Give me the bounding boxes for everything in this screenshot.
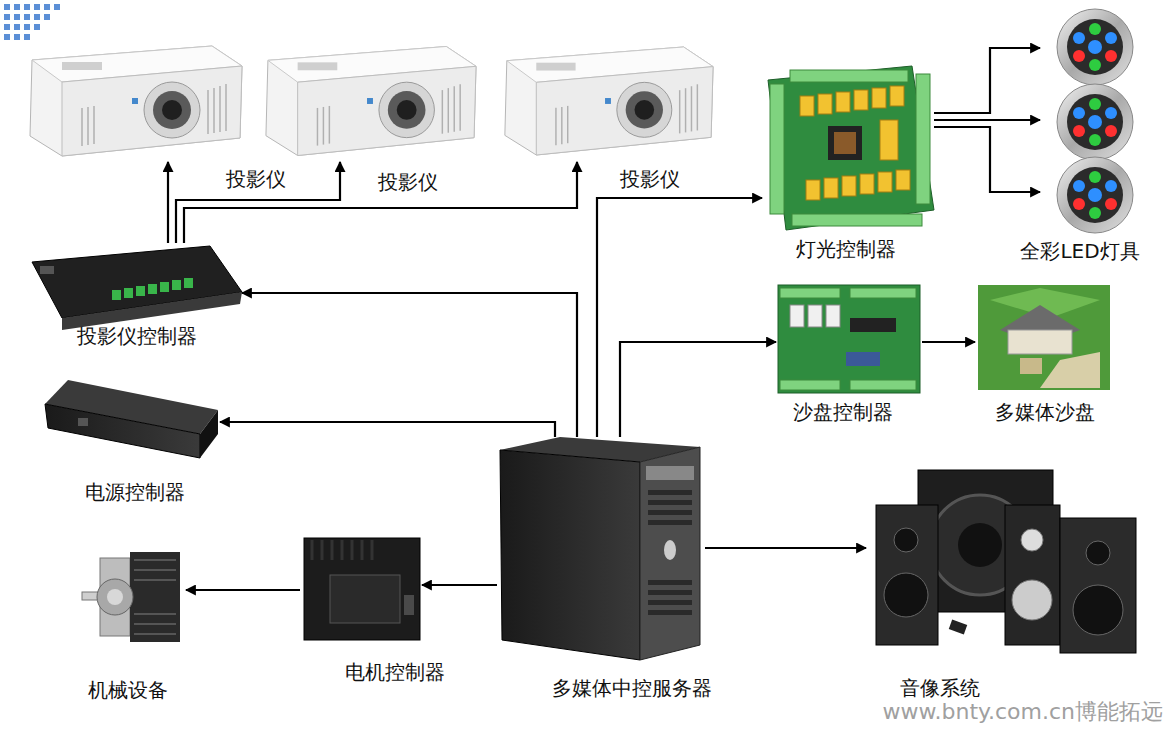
speaker-set — [876, 470, 1136, 653]
control-server: 多媒体中控服务器 — [497, 437, 705, 662]
arrow-connector — [705, 547, 866, 549]
device-caption: 全彩LED灯具 — [1020, 240, 1139, 263]
power-controller: 电源控制器 — [42, 378, 220, 458]
arrow-connector — [934, 48, 1040, 113]
device-caption: 电机控制器 — [345, 661, 445, 684]
power-controller-unit — [45, 380, 218, 458]
device-caption: 电源控制器 — [85, 481, 185, 504]
device-caption: 投影仪 — [226, 168, 286, 191]
watermark: www.bnty.com.cn博能拓远 — [883, 697, 1163, 727]
led-lamp-group: 全彩LED灯具 — [1040, 4, 1165, 238]
projector: 投影仪 — [497, 38, 717, 162]
sand-table-controller: 沙盘控制器 — [776, 283, 922, 395]
mechanical-equipment: 机械设备 — [78, 543, 186, 657]
projector-controller-unit — [32, 246, 242, 330]
arrow-connector — [186, 589, 300, 591]
corner-logo — [4, 4, 60, 40]
arrow-connector — [167, 162, 169, 243]
arrow-connector — [597, 198, 762, 437]
arrow-connector — [934, 127, 1040, 192]
arrow-connector — [176, 162, 340, 243]
projector: 投影仪 — [22, 38, 246, 162]
sand-table-model — [978, 285, 1110, 390]
device-caption: 投影仪 — [620, 168, 680, 191]
device-caption: 多媒体中控服务器 — [552, 677, 712, 700]
device-caption: 沙盘控制器 — [793, 401, 893, 424]
stepper-motor — [82, 552, 180, 642]
device-caption: 多媒体沙盘 — [995, 401, 1095, 424]
device-caption: 投影仪控制器 — [77, 325, 197, 348]
light-controller-board — [768, 66, 934, 230]
arrow-connector — [922, 341, 975, 343]
motor-controller-unit — [304, 538, 420, 640]
device-caption: 机械设备 — [88, 679, 168, 702]
arrow-connector — [184, 162, 577, 243]
light-controller: 灯光控制器 — [762, 65, 934, 230]
server-tower — [500, 437, 700, 660]
motor-controller: 电机控制器 — [300, 535, 422, 643]
device-caption: 投影仪 — [378, 171, 438, 194]
arrow-connector — [422, 584, 497, 586]
projector: 投影仪 — [258, 38, 480, 162]
arrow-connector — [220, 422, 555, 437]
arrow-connector — [242, 293, 577, 437]
sand-table: 多媒体沙盘 — [975, 283, 1110, 391]
device-caption: 灯光控制器 — [796, 238, 896, 261]
arrow-connector — [934, 119, 1040, 121]
sand-table-controller-board — [778, 285, 920, 393]
device-caption: 音像系统 — [900, 677, 980, 700]
arrow-connector — [620, 342, 776, 437]
audio-system: 音像系统 — [866, 468, 1138, 658]
projector-controller: 投影仪控制器 — [30, 243, 242, 321]
